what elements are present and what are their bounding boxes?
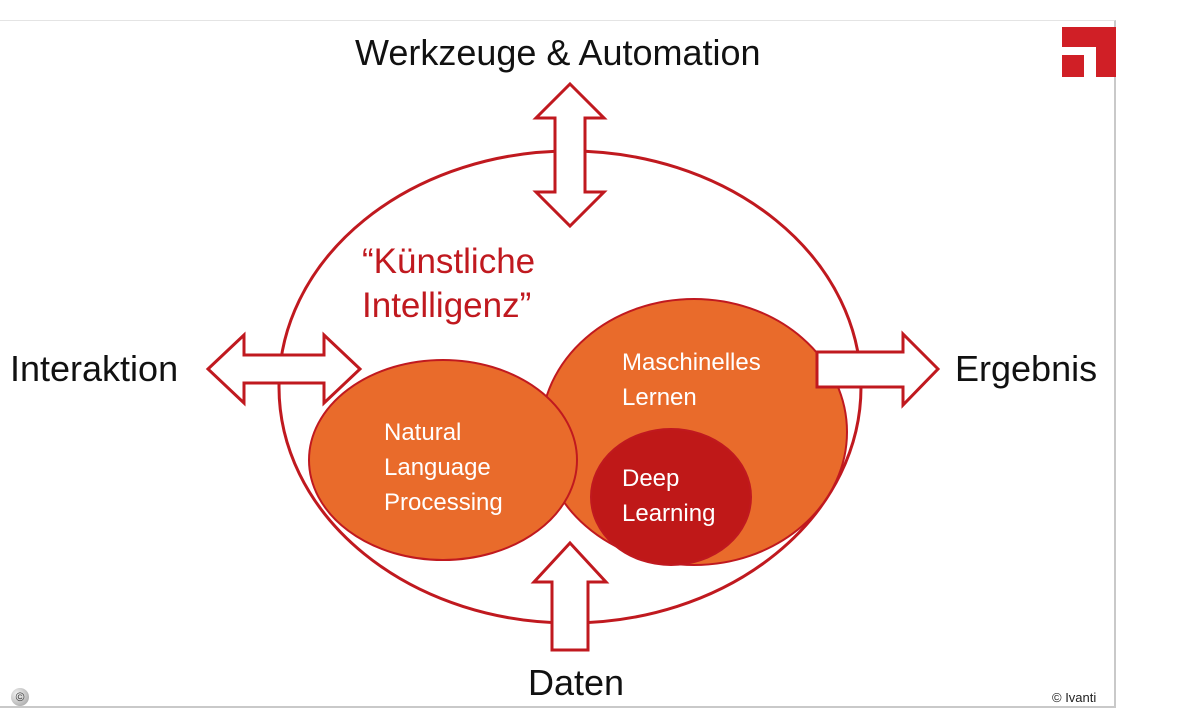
- left-double-arrow: [205, 331, 363, 407]
- ai-title-line2: Intelligenz”: [362, 286, 532, 325]
- ai-title-line1: “Künstliche: [362, 242, 536, 281]
- bottom-up-arrow: [530, 540, 610, 652]
- ai-title: “Künstliche Intelligenz”: [362, 240, 535, 328]
- nlp-ellipse: [308, 359, 578, 561]
- top-label-tools-automation: Werkzeuge & Automation: [355, 32, 761, 73]
- copyright-badge-icon: ©: [11, 688, 29, 706]
- nlp-line3: Processing: [384, 489, 503, 516]
- nlp-line1: Natural: [384, 419, 462, 446]
- copyright-text: © Ivanti: [1052, 690, 1097, 705]
- ml-line1: Maschinelles: [622, 349, 761, 376]
- dl-label: Deep Learning: [622, 461, 715, 531]
- right-arrow: [815, 330, 941, 409]
- dl-line2: Learning: [622, 500, 716, 527]
- ml-line2: Lernen: [622, 384, 697, 411]
- left-label-interaction: Interaktion: [10, 348, 179, 389]
- right-label-result: Ergebnis: [955, 348, 1098, 389]
- dl-line1: Deep: [622, 465, 680, 492]
- dl-circle: [590, 428, 752, 566]
- bottom-label-data: Daten: [528, 662, 625, 703]
- ml-label: Maschinelles Lernen: [622, 345, 761, 415]
- top-double-arrow: [532, 81, 608, 229]
- nlp-line2: Language: [384, 454, 491, 481]
- nlp-label: Natural Language Processing: [384, 415, 503, 520]
- slide-frame: [0, 20, 1116, 708]
- brand-logo-icon: [1062, 27, 1116, 77]
